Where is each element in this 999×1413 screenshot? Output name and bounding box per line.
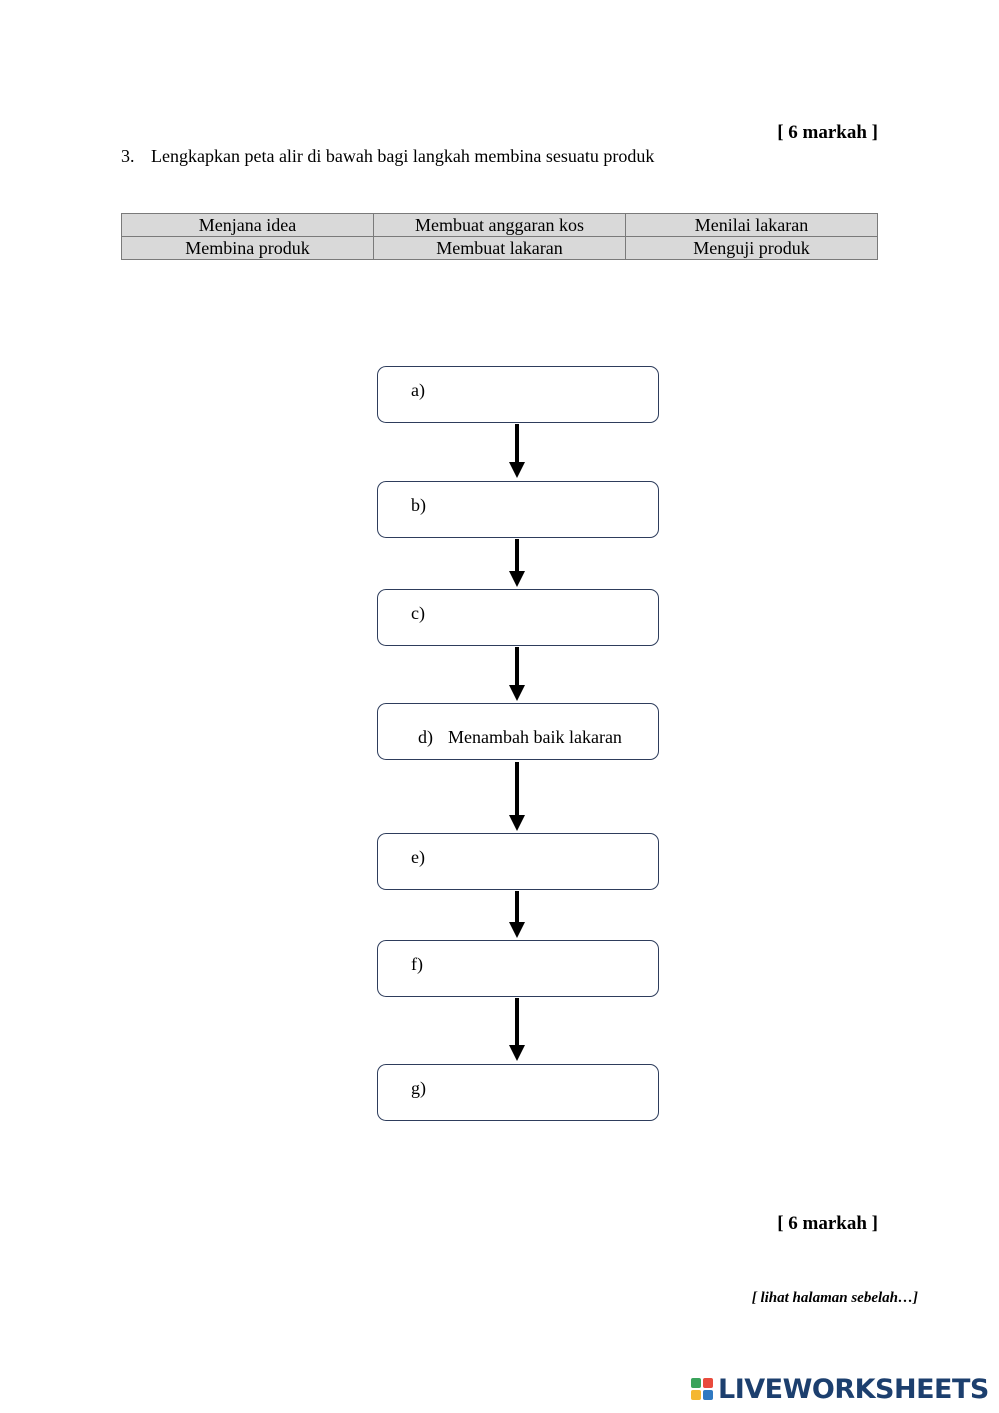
logo-square — [703, 1390, 713, 1400]
flow-box-g[interactable]: g) — [377, 1064, 659, 1121]
logo-square — [691, 1378, 701, 1388]
word-bank-cell: Menguji produk — [625, 236, 878, 260]
logo-square — [691, 1390, 701, 1400]
flow-box-d: d) Menambah baik lakaran — [377, 703, 659, 760]
word-bank-cell: Membuat anggaran kos — [373, 213, 626, 237]
liveworksheets-wordmark: LIVEWORKSHEETS — [718, 1373, 989, 1405]
word-bank-cell: Menjana idea — [121, 213, 374, 237]
question-text: Lengkapkan peta alir di bawah bagi langk… — [151, 146, 655, 166]
flow-box-letter: a) — [411, 380, 425, 400]
flow-box-letter: e) — [411, 847, 425, 867]
flow-box-letter: f) — [411, 954, 423, 974]
flow-box-text: Menambah baik lakaran — [448, 727, 622, 747]
flow-box-letter: g) — [411, 1078, 426, 1098]
word-bank-table: Menjana idea Membuat anggaran kos Menila… — [121, 213, 878, 260]
word-bank-row: Membina produk Membuat lakaran Menguji p… — [121, 236, 878, 260]
flow-box-e[interactable]: e) — [377, 833, 659, 890]
word-bank-cell: Membuat lakaran — [373, 236, 626, 260]
liveworksheets-logo-icon — [691, 1378, 713, 1400]
flow-box-b[interactable]: b) — [377, 481, 659, 538]
logo-square — [703, 1378, 713, 1388]
word-bank-cell: Membina produk — [121, 236, 374, 260]
question: 3. Lengkapkan peta alir di bawah bagi lan… — [121, 146, 654, 167]
flow-box-letter: c) — [411, 603, 425, 623]
flow-box-letter: b) — [411, 495, 426, 515]
footer-note: [ lihat halaman sebelah…] — [751, 1290, 918, 1306]
marks-bottom: [ 6 markah ] — [777, 1213, 878, 1234]
marks-top: [ 6 markah ] — [777, 122, 878, 143]
liveworksheets-brand[interactable]: LIVEWORKSHEETS — [690, 1373, 989, 1405]
word-bank-row: Menjana idea Membuat anggaran kos Menila… — [121, 213, 878, 237]
word-bank-cell: Menilai lakaran — [625, 213, 878, 237]
question-number: 3. — [121, 146, 135, 166]
flow-box-a[interactable]: a) — [377, 366, 659, 423]
flow-box-letter: d) — [418, 727, 433, 747]
flow-box-f[interactable]: f) — [377, 940, 659, 997]
flow-box-c[interactable]: c) — [377, 589, 659, 646]
